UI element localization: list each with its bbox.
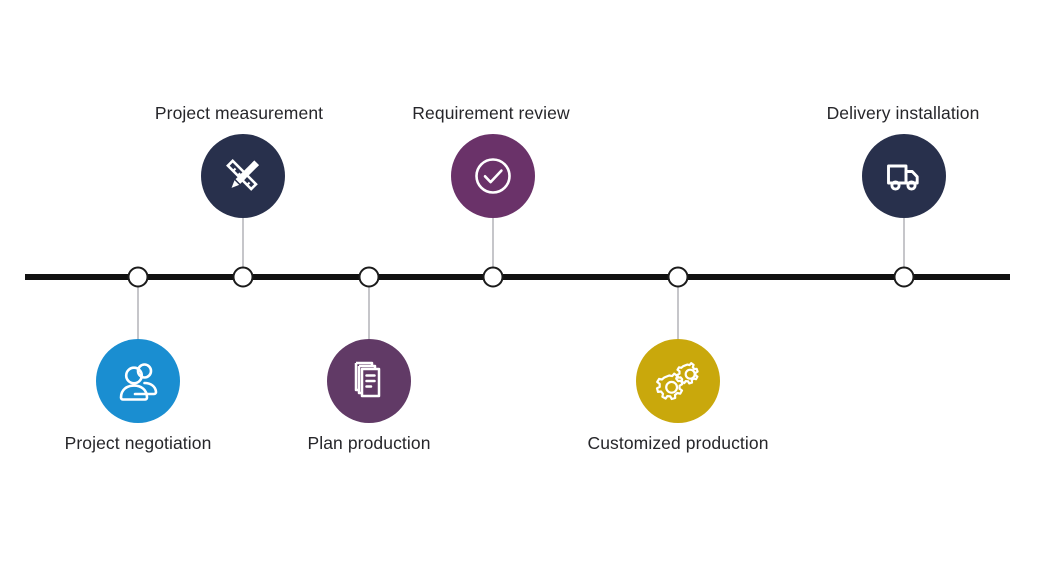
stem-step-6 — [903, 216, 905, 271]
caption-step-5: Customized production — [587, 433, 769, 453]
pencil-ruler-icon — [219, 152, 267, 200]
caption-step-2: Project measurement — [154, 103, 324, 123]
caption-step-6: Delivery installation — [826, 103, 980, 123]
users-group-icon — [113, 356, 163, 406]
node-marker-step-3[interactable] — [358, 266, 380, 288]
node-marker-step-6[interactable] — [893, 266, 915, 288]
stem-step-4 — [492, 216, 494, 271]
stem-step-2 — [242, 216, 244, 271]
node-marker-step-5[interactable] — [667, 266, 689, 288]
icon-bubble-step-1[interactable] — [96, 339, 180, 423]
node-marker-step-4[interactable] — [482, 266, 504, 288]
stem-step-1 — [137, 287, 139, 343]
icon-bubble-step-3[interactable] — [327, 339, 411, 423]
timeline-axis — [25, 274, 1010, 280]
delivery-truck-icon — [880, 152, 928, 200]
icon-bubble-step-2[interactable] — [201, 134, 285, 218]
node-marker-step-2[interactable] — [232, 266, 254, 288]
icon-bubble-step-6[interactable] — [862, 134, 946, 218]
icon-bubble-step-4[interactable] — [451, 134, 535, 218]
icon-bubble-step-5[interactable] — [636, 339, 720, 423]
caption-step-1: Project negotiation — [64, 433, 212, 453]
caption-step-3: Plan production — [307, 433, 431, 453]
gears-icon — [652, 355, 704, 407]
caption-step-4: Requirement review — [412, 103, 570, 123]
documents-stack-icon — [346, 358, 392, 404]
node-marker-step-1[interactable] — [127, 266, 149, 288]
stem-step-3 — [368, 287, 370, 343]
stem-step-5 — [677, 287, 679, 343]
check-circle-icon — [468, 151, 518, 201]
